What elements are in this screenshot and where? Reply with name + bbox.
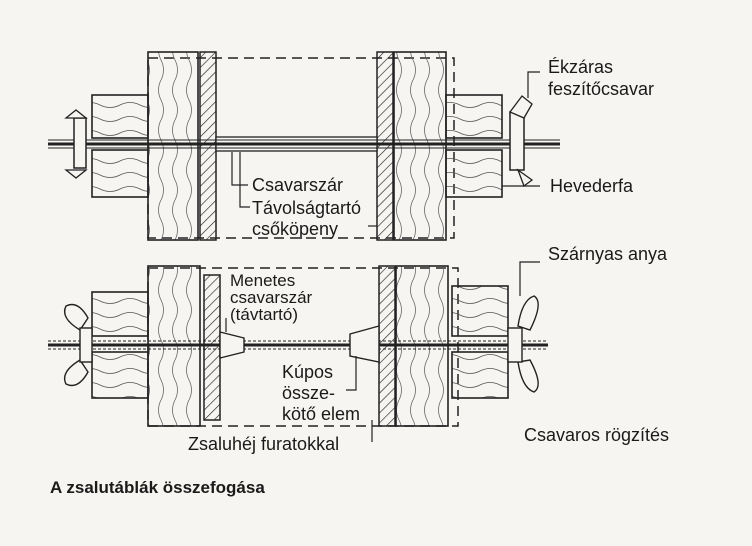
label-wedge-tensioner: Ékzáras feszítőcsavar [548, 57, 655, 99]
bottom-right-waler-upper [451, 285, 509, 337]
label-formwork-skin: Zsaluhéj furatokkal [188, 434, 340, 454]
top-assembly [48, 51, 560, 241]
label-threaded-rod: Menetes csavarszár (távtartó) [230, 271, 313, 324]
bottom-left-waler-upper [91, 291, 149, 337]
label-bolt-shaft: Csavarszár [252, 175, 344, 195]
figure-caption: A zsalutáblák összefogása [50, 478, 265, 497]
top-left-board [147, 51, 199, 241]
left-wing-nut [63, 303, 93, 387]
top-left-waler-upper [91, 94, 149, 139]
top-right-skin [376, 51, 394, 241]
top-right-waler-lower [445, 149, 503, 198]
label-screw-fixing: Csavaros rögzítés [524, 425, 670, 445]
top-left-skin [199, 51, 217, 241]
top-right-waler-upper [445, 94, 503, 139]
label-spacer-tube: Távolságtartó csőköpeny [252, 198, 362, 239]
bottom-right-waler-lower [451, 351, 509, 399]
label-waler: Hevederfa [550, 176, 634, 196]
label-conical-connector: Kúpos össze- kötő elem [282, 362, 361, 424]
right-wing-nut [507, 295, 539, 393]
top-left-waler-lower [91, 149, 149, 198]
bottom-assembly [48, 261, 548, 442]
top-right-board [393, 51, 447, 241]
top-right-wedge [508, 95, 534, 188]
right-conical-connector [349, 325, 380, 363]
top-left-wedge [64, 109, 88, 179]
bottom-left-skin [203, 274, 221, 421]
left-conical-connector [219, 331, 245, 359]
bottom-left-waler-lower [91, 351, 149, 399]
label-wing-nut: Szárnyas anya [548, 244, 668, 264]
